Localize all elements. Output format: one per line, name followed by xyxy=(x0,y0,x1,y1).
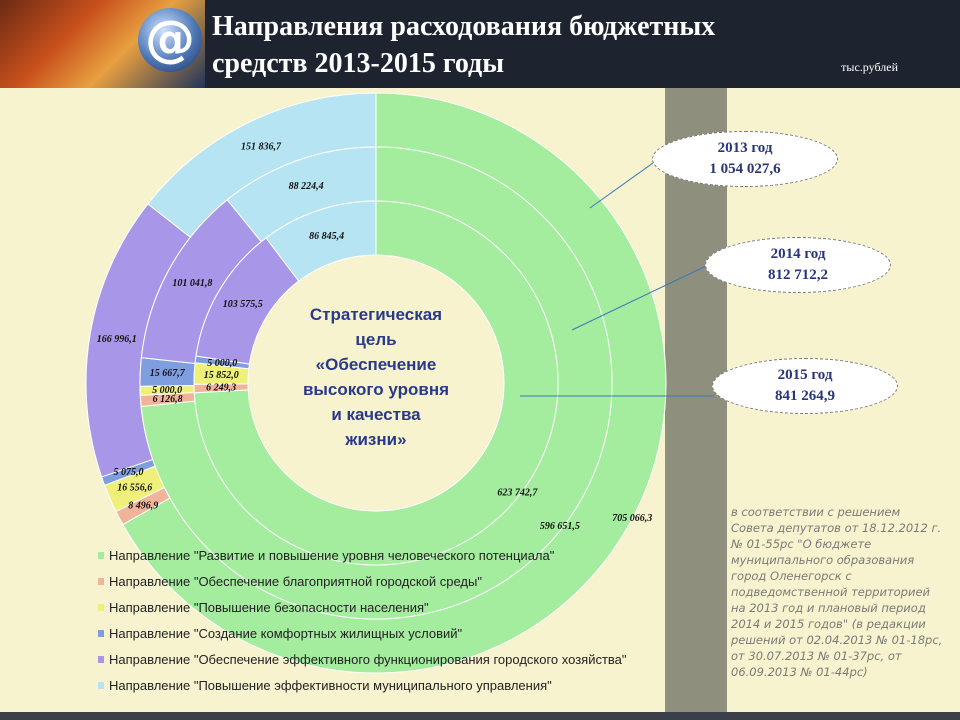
segment-value-label: 103 575,5 xyxy=(223,299,263,310)
unit-label: тыс.рублей xyxy=(841,60,898,74)
callout-2013: 2013 год 1 054 027,6 xyxy=(652,131,838,187)
ring-segment xyxy=(193,200,559,566)
callout-year: 2015 год xyxy=(777,367,833,383)
segment-value-label: 86 845,4 xyxy=(309,231,344,242)
segment-value-label: 596 651,5 xyxy=(540,521,580,532)
segment-value-label: 5 075,0 xyxy=(113,467,143,478)
chart-labels: 705 066,3 8 496,9 16 556,6 5 075,0 166 996,1… xyxy=(97,141,653,531)
chart-legend: Направление "Развитие и повышение уровня… xyxy=(98,543,718,699)
legend-item: Направление "Повышение безопасности насе… xyxy=(98,595,718,621)
callout-year: 2014 год xyxy=(770,246,826,262)
legend-item: Направление "Создание комфортных жилищны… xyxy=(98,621,718,647)
legend-label: Направление "Создание комфортных жилищны… xyxy=(109,626,463,641)
legend-label: Направление "Обеспечение благоприятной г… xyxy=(109,574,482,589)
legend-swatch xyxy=(98,630,104,637)
callout-2015: 2015 год 841 264,9 xyxy=(712,358,898,414)
legend-label: Направление "Повышение безопасности насе… xyxy=(109,600,429,615)
callout-total: 812 712,2 xyxy=(768,267,828,283)
center-goal-text: Стратегическая цель «Обеспечение высоког… xyxy=(292,302,460,452)
segment-value-label: 15 852,0 xyxy=(204,370,239,381)
legend-label: Направление "Повышение эффективности мун… xyxy=(109,678,552,693)
segment-value-label: 101 041,8 xyxy=(172,278,212,289)
segment-value-label: 623 742,7 xyxy=(497,487,538,498)
legend-item: Направление "Развитие и повышение уровня… xyxy=(98,543,718,569)
segment-value-label: 5 000,0 xyxy=(207,358,237,369)
leader-line xyxy=(571,265,707,331)
center-line: цель xyxy=(355,330,397,349)
center-line: высокого уровня xyxy=(302,380,450,399)
bottom-bar xyxy=(0,712,960,720)
legend-swatch xyxy=(98,578,104,585)
segment-value-label: 151 836,7 xyxy=(241,141,282,152)
legend-item: Направление "Обеспечение эффективного фу… xyxy=(98,647,718,673)
legend-swatch xyxy=(98,604,104,611)
callout-year: 2013 год xyxy=(717,140,773,156)
legend-swatch xyxy=(98,682,104,689)
callout-leaders xyxy=(520,157,714,397)
segment-value-label: 15 667,7 xyxy=(150,368,186,379)
segment-value-label: 166 996,1 xyxy=(97,334,137,345)
legend-item: Направление "Обеспечение благоприятной г… xyxy=(98,569,718,595)
decorative-band xyxy=(665,88,727,712)
segment-value-label: 16 556,6 xyxy=(117,483,152,494)
callout-2014: 2014 год 812 712,2 xyxy=(705,237,891,293)
source-note: в соответствии с решением Совета депутат… xyxy=(731,505,943,679)
callout-total: 1 054 027,6 xyxy=(709,161,781,177)
segment-value-label: 6 126,8 xyxy=(153,394,183,405)
leader-line xyxy=(589,157,661,209)
at-sign-icon: @ xyxy=(138,8,202,72)
title-line-2: средств 2013-2015 годы xyxy=(212,48,505,79)
legend-swatch xyxy=(98,656,104,663)
center-line: «Обеспечение xyxy=(315,355,437,374)
page-title: Направления расходования бюджетных средс… xyxy=(212,8,812,82)
segment-value-label: 88 224,4 xyxy=(289,181,324,192)
center-line: и качества xyxy=(331,405,421,424)
center-line: жизни» xyxy=(345,430,407,449)
segment-value-label: 705 066,3 xyxy=(612,513,652,524)
segment-value-label: 6 249,3 xyxy=(206,383,236,394)
ring-segment xyxy=(265,200,377,282)
legend-label: Направление "Развитие и повышение уровня… xyxy=(109,548,555,563)
chart-rings xyxy=(85,92,667,674)
legend-label: Направление "Обеспечение эффективного фу… xyxy=(109,652,627,667)
center-line: Стратегическая xyxy=(309,305,443,324)
title-line-1: Направления расходования бюджетных xyxy=(212,11,716,42)
segment-value-label: 8 496,9 xyxy=(128,500,158,511)
legend-swatch xyxy=(98,552,104,559)
segment-value-label: 5 000,0 xyxy=(152,385,182,396)
callout-total: 841 264,9 xyxy=(775,388,835,404)
legend-item: Направление "Повышение эффективности мун… xyxy=(98,673,718,699)
